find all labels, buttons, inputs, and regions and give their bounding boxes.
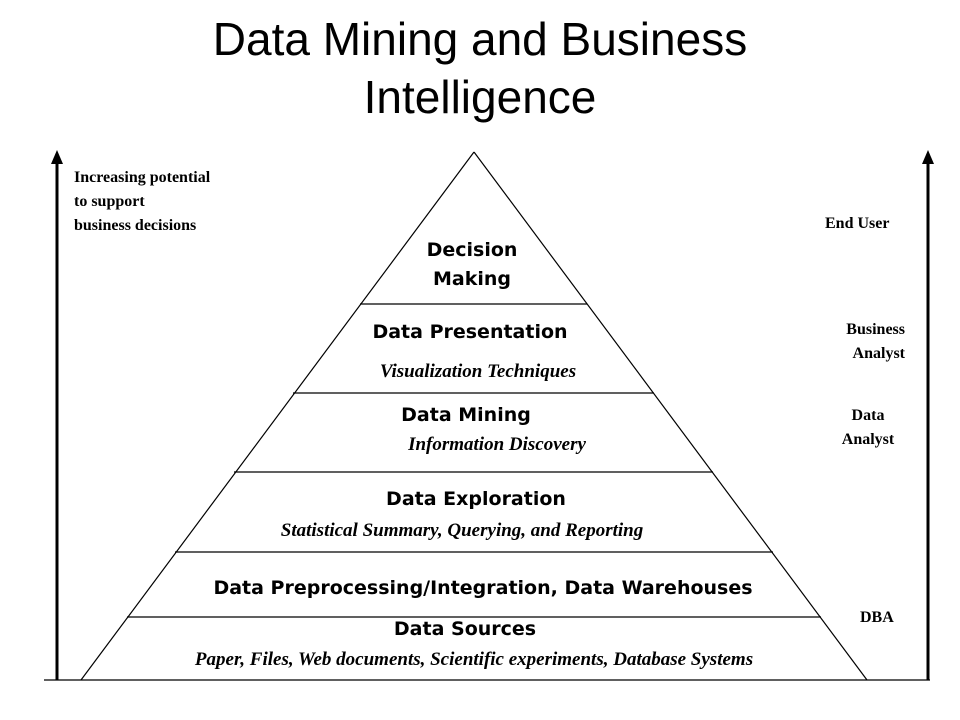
level-data-exploration-title: Data Exploration — [386, 488, 566, 510]
role-business-analyst-line-1: Business — [846, 321, 905, 338]
role-end-user: End User — [825, 215, 890, 232]
left-axis-label-line-3: business decisions — [74, 217, 197, 234]
level-data-exploration-subtitle: Statistical Summary, Querying, and Repor… — [280, 520, 644, 541]
left-arrow-head — [51, 150, 63, 164]
pyramid-right-edge — [473, 151, 868, 681]
role-data-analyst: Data Analyst — [842, 404, 894, 452]
page-title: Data Mining and Business Intelligence — [0, 10, 960, 126]
pyramid-left-edge — [80, 151, 475, 681]
title-line-1: Data Mining and Business — [212, 13, 748, 65]
role-dba: DBA — [860, 609, 894, 626]
title-line-2: Intelligence — [363, 71, 597, 123]
role-business-analyst: Business Analyst — [826, 318, 905, 366]
role-business-analyst-line-2: Analyst — [852, 345, 905, 362]
role-data-analyst-line-1: Data — [851, 407, 885, 424]
left-axis-label: Increasing potential to support business… — [74, 166, 210, 238]
level-data-preprocessing-title: Data Preprocessing/Integration, Data War… — [213, 577, 753, 599]
level-data-sources-title: Data Sources — [393, 618, 537, 640]
level-data-presentation-title: Data Presentation — [372, 321, 568, 343]
level-data-mining-subtitle: Information Discovery — [408, 434, 586, 455]
left-axis-label-line-2: to support — [74, 193, 145, 210]
role-data-analyst-line-2: Analyst — [841, 431, 895, 448]
level-data-mining-title: Data Mining — [401, 404, 531, 426]
level-decision-making-line-2: Making — [432, 268, 511, 290]
level-decision-making: Decision Making — [427, 236, 518, 294]
level-data-presentation-subtitle: Visualization Techniques — [379, 361, 577, 382]
level-data-sources-subtitle: Paper, Files, Web documents, Scientific … — [194, 649, 754, 670]
level-decision-making-line-1: Decision — [426, 239, 518, 261]
right-arrow-head — [922, 150, 934, 164]
left-axis-label-line-1: Increasing potential — [74, 169, 211, 186]
